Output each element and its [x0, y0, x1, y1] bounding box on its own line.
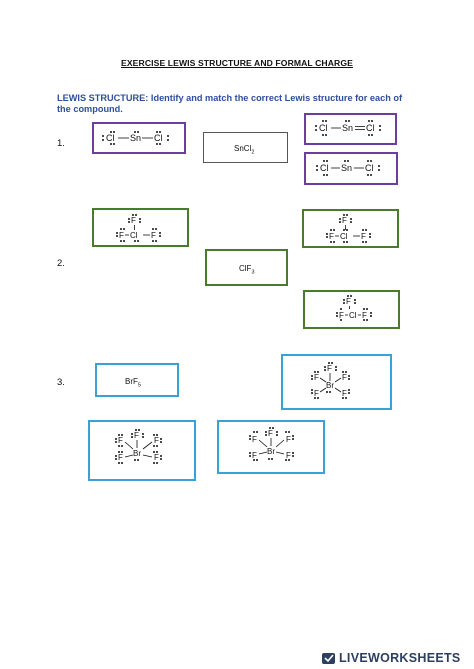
formula-box-clf3[interactable]: ClF3	[205, 249, 288, 286]
formula-label: BrF5	[125, 377, 141, 389]
svg-text:F: F	[268, 429, 273, 438]
svg-text:F: F	[342, 373, 347, 382]
lewis-option-brf5-c[interactable]: F F F Br F F	[217, 420, 325, 474]
svg-text:F: F	[314, 389, 319, 398]
lewis-option-brf5-a[interactable]: F F F Br F F	[281, 354, 392, 410]
svg-text:F: F	[151, 231, 156, 240]
svg-text:F: F	[252, 435, 257, 444]
svg-text:Cl: Cl	[340, 232, 348, 241]
lewis-option-sncl2-b[interactable]: Cl Sn Cl	[304, 113, 397, 145]
svg-text:F: F	[314, 373, 319, 382]
lewis-diagram: F F Cl F	[336, 295, 372, 321]
lewis-option-clf3-a[interactable]: F F Cl F	[92, 208, 189, 247]
lewis-diagram: F F F Br F F	[249, 427, 294, 461]
lewis-diagram: Cl Sn Cl	[316, 160, 380, 176]
liveworksheets-logo: LIVEWORKSHEETS	[322, 650, 461, 666]
worksheet-logo-icon	[322, 652, 335, 664]
lewis-option-sncl2-c[interactable]: Cl Sn Cl	[304, 152, 398, 185]
question-number-1: 1.	[57, 138, 65, 149]
svg-text:F: F	[361, 232, 366, 241]
svg-text:F: F	[362, 311, 367, 320]
svg-text:F: F	[131, 216, 136, 225]
svg-text:F: F	[327, 364, 332, 373]
svg-text:Cl: Cl	[366, 123, 375, 133]
svg-text:Cl: Cl	[349, 311, 357, 320]
svg-text:F: F	[118, 453, 123, 462]
lewis-diagram: F F Cl F	[116, 214, 161, 242]
svg-text:Cl: Cl	[319, 123, 328, 133]
lewis-option-clf3-c[interactable]: F F Cl F	[303, 290, 400, 329]
svg-text:F: F	[342, 216, 347, 225]
svg-text:Br: Br	[326, 381, 334, 390]
brand-name: LIVEWORKSHEETS	[339, 651, 461, 665]
lewis-diagram: Cl Sn Cl	[102, 131, 169, 145]
svg-text:F: F	[286, 451, 291, 460]
svg-text:Cl: Cl	[154, 133, 163, 143]
svg-text:F: F	[342, 389, 347, 398]
question-number-2: 2.	[57, 258, 65, 269]
instruction-text: LEWIS STRUCTURE: Identify and match the …	[57, 93, 403, 114]
lewis-option-clf3-b[interactable]: F F Cl F	[302, 209, 399, 248]
svg-text:Br: Br	[267, 447, 275, 456]
svg-text:F: F	[134, 431, 139, 440]
formula-label: ClF3	[239, 264, 255, 276]
svg-text:F: F	[346, 297, 351, 306]
svg-text:F: F	[154, 436, 159, 445]
svg-text:Cl: Cl	[320, 163, 329, 173]
svg-text:F: F	[118, 436, 123, 445]
svg-text:Br: Br	[133, 449, 141, 458]
svg-text:F: F	[252, 451, 257, 460]
lewis-diagram: Cl Sn Cl	[315, 120, 381, 136]
svg-text:F: F	[329, 232, 334, 241]
svg-text:F: F	[154, 453, 159, 462]
question-number-3: 3.	[57, 377, 65, 388]
formula-label: SnCl2	[234, 144, 255, 156]
svg-text:Sn: Sn	[130, 133, 141, 143]
page-title: EXERCISE LEWIS STRUCTURE AND FORMAL CHAR…	[121, 58, 353, 68]
lewis-option-brf5-b[interactable]: F F F Br F F	[88, 420, 196, 481]
svg-text:Cl: Cl	[365, 163, 374, 173]
svg-text:Sn: Sn	[342, 123, 353, 133]
svg-text:F: F	[286, 435, 291, 444]
lewis-diagram: F F F Br F F	[115, 429, 162, 464]
svg-text:F: F	[119, 231, 124, 240]
svg-text:Cl: Cl	[130, 231, 138, 240]
lewis-option-sncl2-a[interactable]: Cl Sn Cl	[92, 122, 186, 154]
lewis-diagram: F F Cl F	[326, 214, 371, 243]
svg-text:Cl: Cl	[106, 133, 115, 143]
formula-box-sncl2[interactable]: SnCl2	[203, 132, 288, 163]
svg-text:F: F	[339, 311, 344, 320]
svg-text:Sn: Sn	[341, 163, 352, 173]
formula-box-brf5[interactable]: BrF5	[95, 363, 179, 397]
lewis-diagram: F F F Br F F	[311, 362, 350, 399]
